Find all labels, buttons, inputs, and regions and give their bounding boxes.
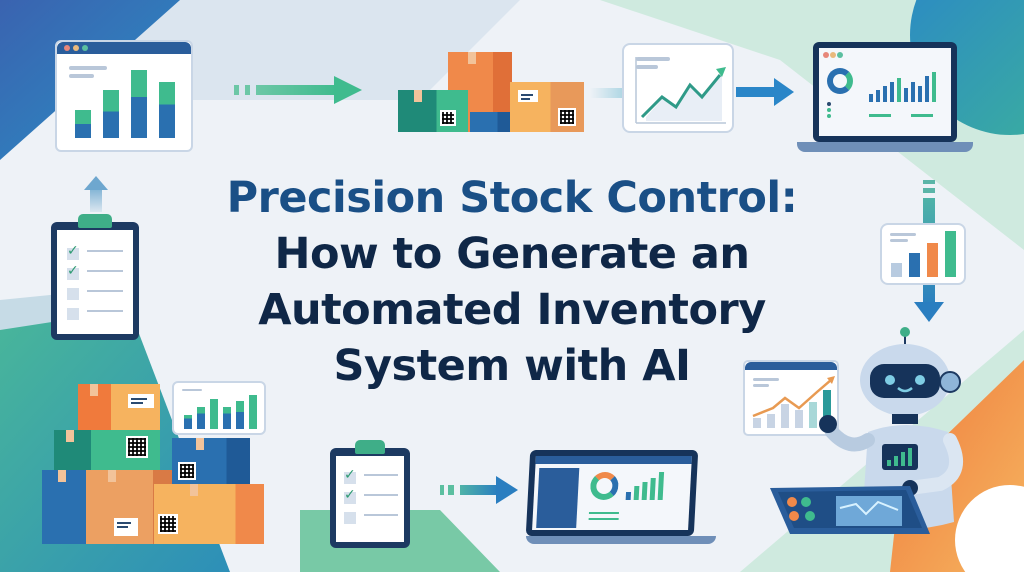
bar-chart-window — [55, 40, 193, 152]
arrow-right-icon — [440, 476, 518, 504]
window-dot-icon — [73, 45, 79, 51]
qr-code-icon — [558, 108, 576, 126]
chart-bar — [159, 82, 175, 138]
donut-chart-icon — [827, 68, 853, 94]
dashboard-laptop — [525, 450, 716, 546]
arrow-right-icon — [736, 78, 794, 106]
shipping-label-icon — [518, 90, 538, 102]
arrow-up-icon — [84, 176, 108, 216]
ai-robot — [770, 327, 964, 534]
box-stack — [42, 384, 264, 544]
chart-bar — [103, 90, 119, 138]
window-titlebar — [57, 42, 191, 54]
qr-code-icon — [178, 462, 196, 480]
window-dot-icon — [64, 45, 70, 51]
title-line-2: How to Generate an — [274, 229, 750, 279]
title-line-4: System with AI — [333, 341, 691, 391]
chart-bar — [131, 70, 147, 138]
qr-code-icon — [440, 110, 456, 126]
trend-up-icon — [635, 57, 726, 124]
checkbox-icon — [67, 308, 79, 320]
connector-line — [590, 88, 626, 98]
inventory-boxes — [398, 52, 584, 134]
checkbox-icon — [67, 288, 79, 300]
checkbox-checked-icon — [344, 487, 356, 504]
checkbox-icon — [344, 512, 356, 524]
title-line-3: Automated Inventory — [258, 285, 766, 335]
bar-chart-card — [880, 223, 966, 285]
arrow-right-icon — [234, 76, 366, 104]
qr-code-icon — [158, 514, 178, 534]
bar-chart-card — [172, 381, 266, 435]
title-line-1: Precision Stock Control: — [226, 173, 798, 223]
checkbox-checked-icon — [344, 467, 356, 484]
window-dot-icon — [82, 45, 88, 51]
page-title: Precision Stock Control: How to Generate… — [150, 170, 874, 394]
chart-bar — [75, 110, 91, 138]
line-chart-card — [622, 43, 734, 133]
checklist-clipboard — [51, 214, 139, 340]
checkbox-checked-icon — [67, 263, 79, 280]
qr-code-icon — [126, 436, 148, 458]
donut-chart-icon — [589, 472, 620, 500]
dashboard-laptop — [797, 42, 973, 154]
checkbox-checked-icon — [67, 243, 79, 260]
bar-chart-icon — [869, 72, 936, 102]
trend-up-icon — [752, 376, 835, 418]
checklist-clipboard — [330, 440, 410, 548]
